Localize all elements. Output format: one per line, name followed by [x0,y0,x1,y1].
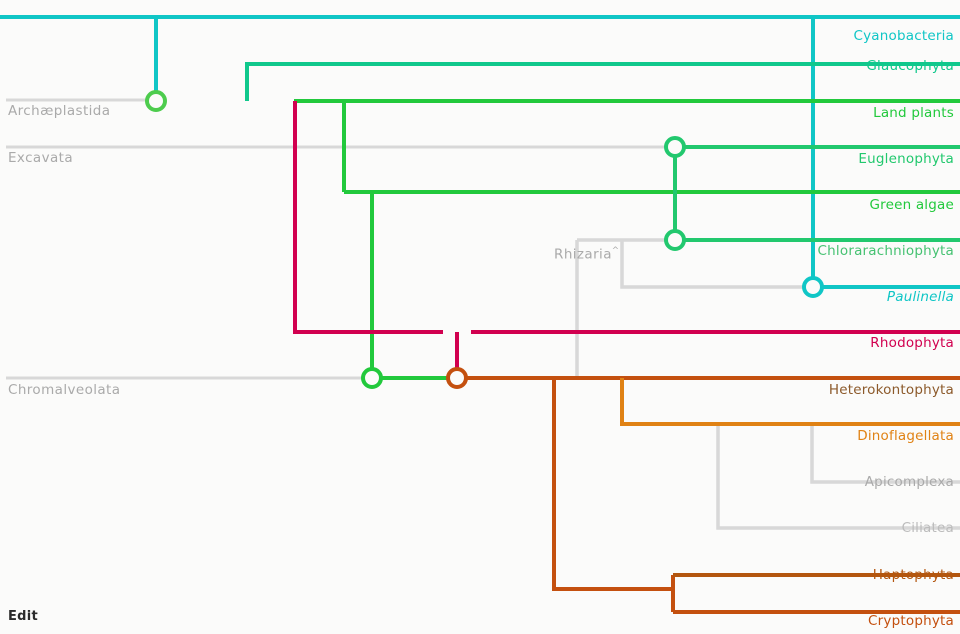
green-clade [294,99,960,380]
ciliatea-branch [716,424,960,530]
group-label-rhizaria-text: Rhizaria [554,246,612,263]
chromalveolata-clade [466,376,960,614]
tip-label-apicomplexa: Apicomplexa [864,474,954,490]
apicomplexa-branch [810,424,960,484]
group-label-rhizaria: Rhizaria^ [554,246,619,263]
rhodophyta-clade [293,101,960,371]
dinoflagellata-clade [620,378,960,426]
endosymbiosis-nodes [145,90,824,389]
euglenophyta-node [664,136,686,158]
dinoflagellata-branch [620,378,960,426]
chlorarachniophyta-node [664,229,686,251]
group-label-excavata: Excavata [8,150,74,166]
group-label-archaeplastida: Archæplastida [8,103,111,119]
group-label-chromalveolata: Chromalveolata [8,382,121,398]
tip-label-paulinella: Paulinella [886,289,954,305]
group-label-rhizaria-superscript: ^ [611,245,619,256]
paulinella-node [802,276,824,298]
secondary-green-clade [673,145,960,242]
tip-label-ciliatea: Ciliatea [901,520,954,536]
rhodophyta-root-branch [293,101,443,334]
tip-label-cryptophyta: Cryptophyta [868,613,954,629]
chromalveolata-green-node [361,367,383,389]
haptophyta-cryptophyta-branch [552,378,673,591]
tip-label-euglenophyta: Euglenophyta [858,151,954,167]
cyanobacteria-clade [0,15,960,289]
tip-label-heterokontophyta: Heterokontophyta [828,382,954,398]
tip-label-dinoflagellata: Dinoflagellata [857,428,954,444]
tip-label-glaucophyta: Glaucophyta [866,58,954,74]
tip-label-chlorarachniophyta: Chlorarachniophyta [817,243,954,259]
rhizaria-bracket [620,240,805,289]
archaeplastida-root-node [145,90,167,112]
glaucophyta-clade [245,62,960,101]
tip-label-land-plants: Land plants [873,105,954,121]
tip-label-green-algae: Green algae [869,197,954,213]
edit-button[interactable]: Edit [8,609,39,624]
tip-label-haptophyta: Haptophyta [872,567,954,583]
gray-skeleton [575,238,960,530]
glaucophyta-branch [245,62,960,101]
chromalveolata-orange-node [446,367,468,389]
tip-label-cyanobacteria: Cyanobacteria [853,28,954,44]
tip-label-rhodophyta: Rhodophyta [870,335,954,351]
